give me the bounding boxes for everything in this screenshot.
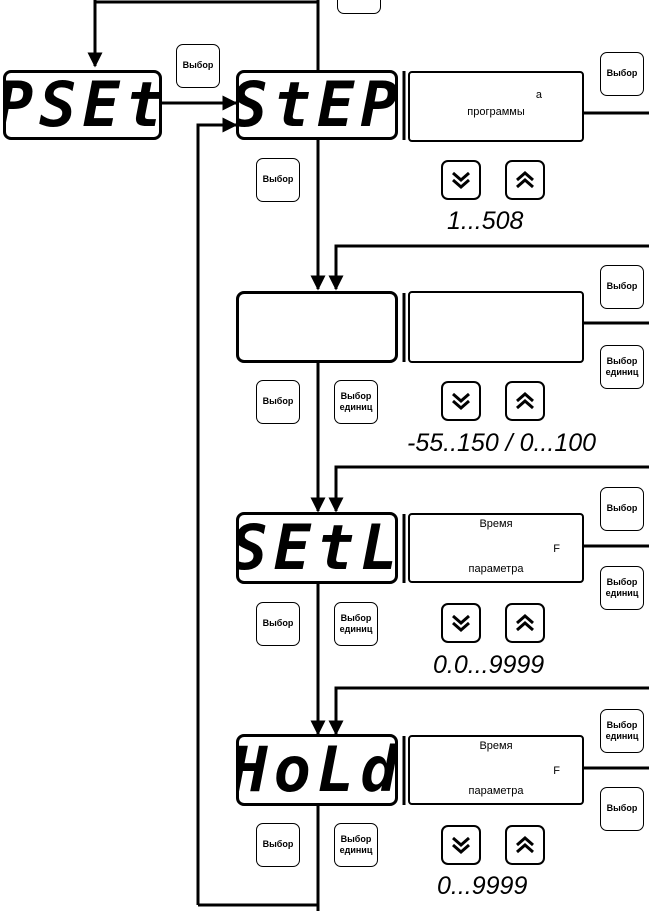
value-down-button[interactable] — [441, 381, 481, 421]
hold-range: 0...9999 — [437, 872, 528, 900]
loop-to-setl — [328, 465, 649, 513]
setl-display: SEtL — [236, 512, 398, 584]
setl-down-button[interactable] — [441, 603, 481, 643]
value-select-button-lower[interactable]: Выбор — [256, 380, 300, 424]
value-up-button[interactable] — [505, 381, 545, 421]
step-select-button[interactable]: Выбор — [600, 52, 644, 96]
loop-to-value — [328, 244, 649, 291]
setl-select-button[interactable]: Выбор — [600, 487, 644, 531]
hold-up-button[interactable] — [505, 825, 545, 865]
setl-select-button-lower[interactable]: Выбор — [256, 602, 300, 646]
double-chevron-up-icon — [516, 171, 534, 189]
hold-down-button[interactable] — [441, 825, 481, 865]
select-button[interactable]: Выбор — [176, 44, 220, 88]
hold-select-button[interactable]: Выбор — [600, 787, 644, 831]
step-down-button[interactable] — [441, 160, 481, 200]
value-info-box — [408, 291, 584, 363]
double-chevron-down-icon — [452, 171, 470, 189]
step-range: 1...508 — [447, 207, 524, 235]
step-display: StEP — [236, 70, 398, 140]
step-up-button[interactable] — [505, 160, 545, 200]
step-info-box: а программы — [408, 71, 584, 142]
loop-to-hold — [328, 686, 649, 736]
hold-info-box: Время F параметра — [408, 735, 584, 805]
hold-select-button-lower[interactable]: Выбор — [256, 823, 300, 867]
value-range: -55..150 / 0...100 — [407, 429, 597, 457]
pset-display: PSEt — [3, 70, 162, 140]
setl-info-box: Время F параметра — [408, 513, 584, 583]
setl-range: 0.0...9999 — [433, 651, 545, 679]
step-select-button-lower[interactable]: Выбор — [256, 158, 300, 202]
double-chevron-down-icon — [452, 836, 470, 854]
value-select-button[interactable]: Выбор — [600, 265, 644, 309]
double-chevron-down-icon — [452, 614, 470, 632]
return-loop-arrow — [196, 117, 238, 905]
top-select-button[interactable] — [337, 0, 381, 14]
double-chevron-down-icon — [452, 392, 470, 410]
setl-up-button[interactable] — [505, 603, 545, 643]
value-display — [236, 291, 398, 363]
double-chevron-up-icon — [516, 614, 534, 632]
double-chevron-up-icon — [516, 836, 534, 854]
double-chevron-up-icon — [516, 392, 534, 410]
top-line — [95, 0, 320, 10]
hold-display: HoLd — [236, 734, 398, 806]
